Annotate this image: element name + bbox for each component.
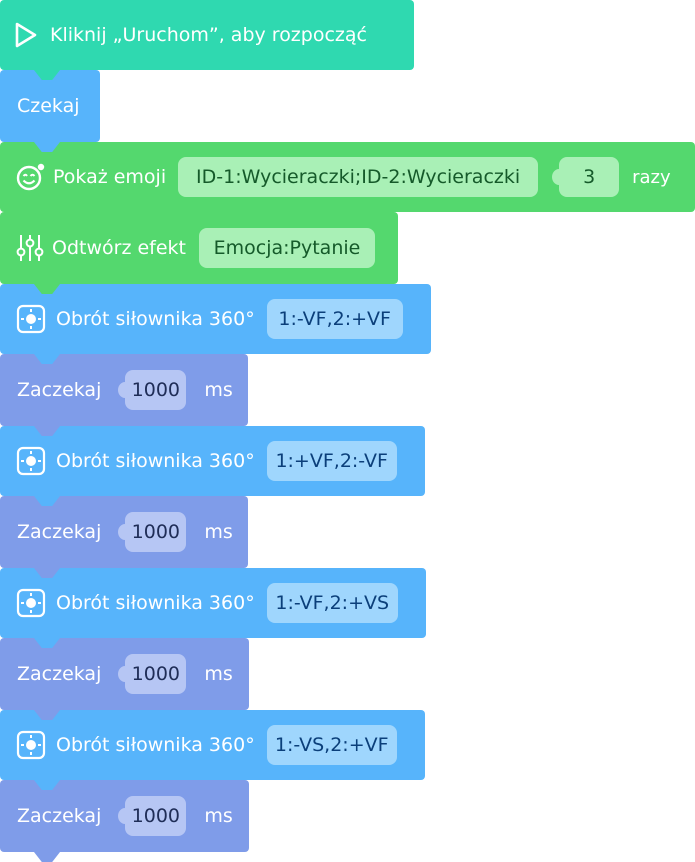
smiley-icon [15, 161, 47, 193]
servo-value-field[interactable]: 1:-VS,2:+VF [266, 725, 397, 765]
servo-icon [16, 588, 46, 618]
pause-unit: ms [204, 379, 233, 401]
pause-unit: ms [204, 521, 233, 543]
pause-block[interactable]: Zaczekaj 1000 ms [0, 638, 249, 720]
play-effect-label: Odtwórz efekt [52, 237, 186, 259]
servo-rotate-block[interactable]: Obrót siłownika 360° 1:-VF,2:+VF [0, 284, 431, 364]
pause-block[interactable]: Zaczekaj 1000 ms [0, 780, 249, 862]
start-block[interactable]: Kliknij „Uruchom”, aby rozpocząć [0, 0, 414, 80]
servo-value-field[interactable]: 1:+VF,2:-VF [266, 441, 397, 481]
play-effect-block[interactable]: Odtwórz efekt Emocja:Pytanie [0, 212, 398, 294]
block-connector [34, 780, 60, 790]
servo-icon [16, 730, 46, 760]
pause-duration-wrapper: 1000 [118, 796, 187, 836]
pause-block[interactable]: Zaczekaj 1000 ms [0, 496, 248, 578]
block-connector [34, 852, 60, 862]
show-emoji-block[interactable]: Pokaż emoji ID-1:Wycieraczki;ID-2:Wycier… [0, 142, 695, 222]
wait-block-label: Czekaj [17, 95, 80, 117]
repeat-count-field[interactable]: 3 [559, 157, 620, 197]
pause-duration-field[interactable]: 1000 [125, 370, 187, 410]
show-emoji-label: Pokaż emoji [53, 166, 167, 188]
servo-icon [16, 304, 46, 334]
effect-value-field[interactable]: Emocja:Pytanie [198, 228, 375, 268]
servo-icon [16, 446, 46, 476]
servo-value-field[interactable]: 1:-VF,2:+VF [266, 299, 403, 339]
block-connector [34, 284, 60, 294]
block-connector [34, 496, 60, 506]
servo-rotate-block[interactable]: Obrót siłownika 360° 1:+VF,2:-VF [0, 426, 425, 506]
pause-duration-field[interactable]: 1000 [125, 654, 187, 694]
play-outline-icon [13, 21, 39, 49]
pause-duration-wrapper: 1000 [118, 512, 187, 552]
emoji-value-field[interactable]: ID-1:Wycieraczki;ID-2:Wycieraczki [178, 157, 539, 197]
equalizer-sliders-icon [16, 232, 44, 264]
servo-rotate-label: Obrót siłownika 360° [56, 734, 255, 756]
servo-value-field[interactable]: 1:-VF,2:+VS [266, 583, 398, 623]
block-connector [34, 426, 60, 436]
pause-unit: ms [204, 805, 233, 827]
pause-block[interactable]: Zaczekaj 1000 ms [0, 354, 248, 436]
pause-duration-field[interactable]: 1000 [125, 512, 187, 552]
block-connector [34, 212, 60, 222]
repeat-count-suffix: razy [632, 166, 671, 188]
pause-duration-field[interactable]: 1000 [125, 796, 187, 836]
pause-label: Zaczekaj [17, 805, 102, 827]
block-connector [34, 142, 60, 152]
start-block-label: Kliknij „Uruchom”, aby rozpocząć [50, 24, 367, 46]
pause-duration-wrapper: 1000 [118, 370, 187, 410]
servo-rotate-label: Obrót siłownika 360° [56, 592, 255, 614]
servo-rotate-label: Obrót siłownika 360° [56, 450, 255, 472]
block-connector [34, 710, 60, 720]
block-connector [34, 354, 60, 364]
block-connector [34, 568, 60, 578]
servo-rotate-label: Obrót siłownika 360° [56, 308, 255, 330]
pause-unit: ms [204, 663, 233, 685]
block-connector [34, 638, 60, 648]
pause-duration-wrapper: 1000 [118, 654, 187, 694]
wait-block[interactable]: Czekaj [0, 70, 100, 152]
servo-rotate-block[interactable]: Obrót siłownika 360° 1:-VS,2:+VF [0, 710, 425, 790]
repeat-count-wrapper: 3 [552, 157, 620, 197]
pause-label: Zaczekaj [17, 521, 102, 543]
pause-label: Zaczekaj [17, 663, 102, 685]
block-connector [34, 70, 60, 80]
pause-label: Zaczekaj [17, 379, 102, 401]
servo-rotate-block[interactable]: Obrót siłownika 360° 1:-VF,2:+VS [0, 568, 426, 648]
